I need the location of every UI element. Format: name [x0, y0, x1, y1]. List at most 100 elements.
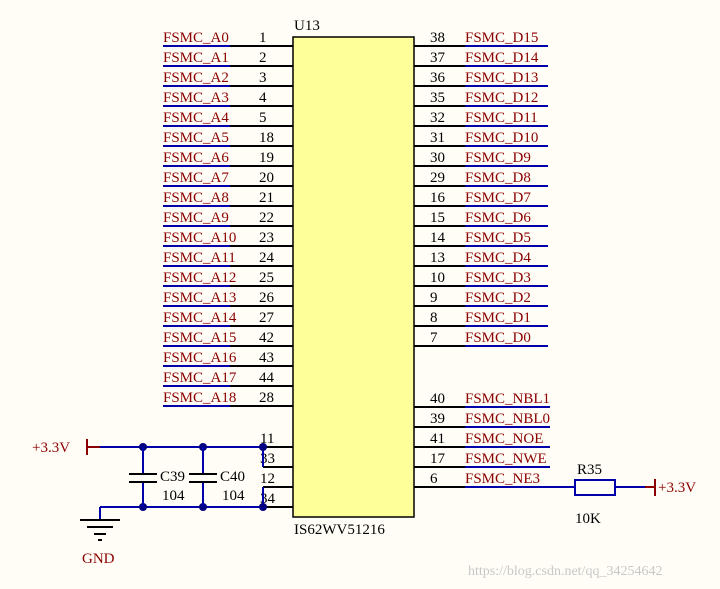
power-symbol-left-label: +3.3V: [32, 440, 70, 456]
net-label: FSMC_NBL0: [465, 411, 550, 427]
capacitor-c39: C39 104: [129, 447, 185, 507]
power-pin-number: 11: [260, 431, 274, 447]
pin-number: 17: [430, 451, 446, 467]
watermark: https://blog.csdn.net/qq_34254642: [468, 564, 662, 579]
pin-number: 38: [430, 30, 445, 46]
pin-number: 43: [259, 350, 274, 366]
pin-number: 30: [430, 150, 445, 166]
pin-number: 8: [430, 310, 438, 326]
net-label: FSMC_A5: [163, 130, 229, 146]
net-label: FSMC_D5: [465, 230, 531, 246]
pin-number: 6: [430, 471, 438, 487]
pin-number: 22: [259, 210, 274, 226]
pin-number: 32: [430, 110, 445, 126]
net-label: FSMC_D2: [465, 290, 531, 306]
net-label: FSMC_A7: [163, 170, 229, 186]
net-label: FSMC_A12: [163, 270, 236, 286]
net-label: FSMC_D11: [465, 110, 538, 126]
pin-number: 37: [430, 50, 446, 66]
net-label: FSMC_A6: [163, 150, 229, 166]
pin-number: 21: [259, 190, 274, 206]
pin-number: 27: [259, 310, 275, 326]
net-label: FSMC_D4: [465, 250, 531, 266]
cap-ref: C40: [220, 469, 245, 485]
chip-body: [292, 36, 415, 518]
pin-number: 15: [430, 210, 445, 226]
pin-number: 40: [430, 391, 445, 407]
chip-ref: U13: [294, 18, 320, 34]
gnd-label: GND: [82, 551, 115, 567]
pin-number: 13: [430, 250, 445, 266]
gnd-symbol: GND: [80, 519, 120, 567]
resistor-r35: R35 10K +3.3V: [537, 462, 696, 527]
net-label: FSMC_NE3: [465, 471, 540, 487]
pin-number: 39: [430, 411, 445, 427]
resistor-body: [574, 479, 616, 496]
pin-number: 26: [259, 290, 275, 306]
capacitor-c40: C40 104: [189, 447, 245, 507]
net-label: FSMC_A11: [163, 250, 236, 266]
net-label: FSMC_D1: [465, 310, 531, 326]
pin-number: 41: [430, 431, 445, 447]
cap-value: 104: [222, 488, 245, 504]
pin-number: 44: [259, 370, 275, 386]
net-label: FSMC_A3: [163, 90, 229, 106]
net-label: FSMC_D6: [465, 210, 531, 226]
pin-number: 28: [259, 390, 274, 406]
power-pins: 11 33 12 34: [260, 431, 293, 508]
net-label: FSMC_A4: [163, 110, 229, 126]
net-label: FSMC_A9: [163, 210, 229, 226]
pin-number: 19: [259, 150, 274, 166]
power-pin-number: 12: [260, 471, 275, 487]
net-label: FSMC_NWE: [465, 451, 547, 467]
net-label: FSMC_A14: [163, 310, 237, 326]
net-label: FSMC_A15: [163, 330, 236, 346]
net-label: FSMC_A17: [163, 370, 237, 386]
pin-number: 36: [430, 70, 446, 86]
net-label: FSMC_D7: [465, 190, 531, 206]
pin-number: 35: [430, 90, 445, 106]
pin-number: 24: [259, 250, 275, 266]
pin-number: 29: [430, 170, 445, 186]
pin-number: 5: [259, 110, 267, 126]
pin-number: 10: [430, 270, 445, 286]
net-label: FSMC_D10: [465, 130, 538, 146]
resistor-value: 10K: [575, 511, 601, 527]
net-label: FSMC_D3: [465, 270, 531, 286]
net-label: FSMC_D8: [465, 170, 531, 186]
pin-number: 9: [430, 290, 438, 306]
power-symbol-right-label: +3.3V: [658, 480, 696, 496]
net-label: FSMC_A0: [163, 30, 229, 46]
net-label: FSMC_D12: [465, 90, 538, 106]
net-label: FSMC_A16: [163, 350, 237, 366]
pin-number: 18: [259, 130, 274, 146]
pin-number: 16: [430, 190, 446, 206]
net-label: FSMC_D13: [465, 70, 538, 86]
pin-number: 7: [430, 330, 438, 346]
net-label: FSMC_A18: [163, 390, 236, 406]
net-label: FSMC_NOE: [465, 431, 543, 447]
left-power-network: +3.3V C39 104 C40 104: [32, 439, 267, 567]
net-label: FSMC_D14: [465, 50, 539, 66]
net-label: FSMC_NBL1: [465, 391, 550, 407]
net-label: FSMC_A8: [163, 190, 229, 206]
pin-number: 20: [259, 170, 274, 186]
junction-dot: [259, 503, 267, 511]
net-label: FSMC_A10: [163, 230, 236, 246]
pin-number: 14: [430, 230, 446, 246]
pin-number: 42: [259, 330, 274, 346]
net-label: FSMC_A2: [163, 70, 229, 86]
chip-part: IS62WV51216: [294, 522, 385, 538]
cap-ref: C39: [160, 469, 185, 485]
net-label: FSMC_D0: [465, 330, 531, 346]
cap-value: 104: [162, 488, 185, 504]
pin-number: 23: [259, 230, 274, 246]
net-label: FSMC_A13: [163, 290, 236, 306]
pin-number: 1: [259, 30, 267, 46]
resistor-ref: R35: [577, 462, 602, 478]
junction-dot: [259, 443, 267, 451]
